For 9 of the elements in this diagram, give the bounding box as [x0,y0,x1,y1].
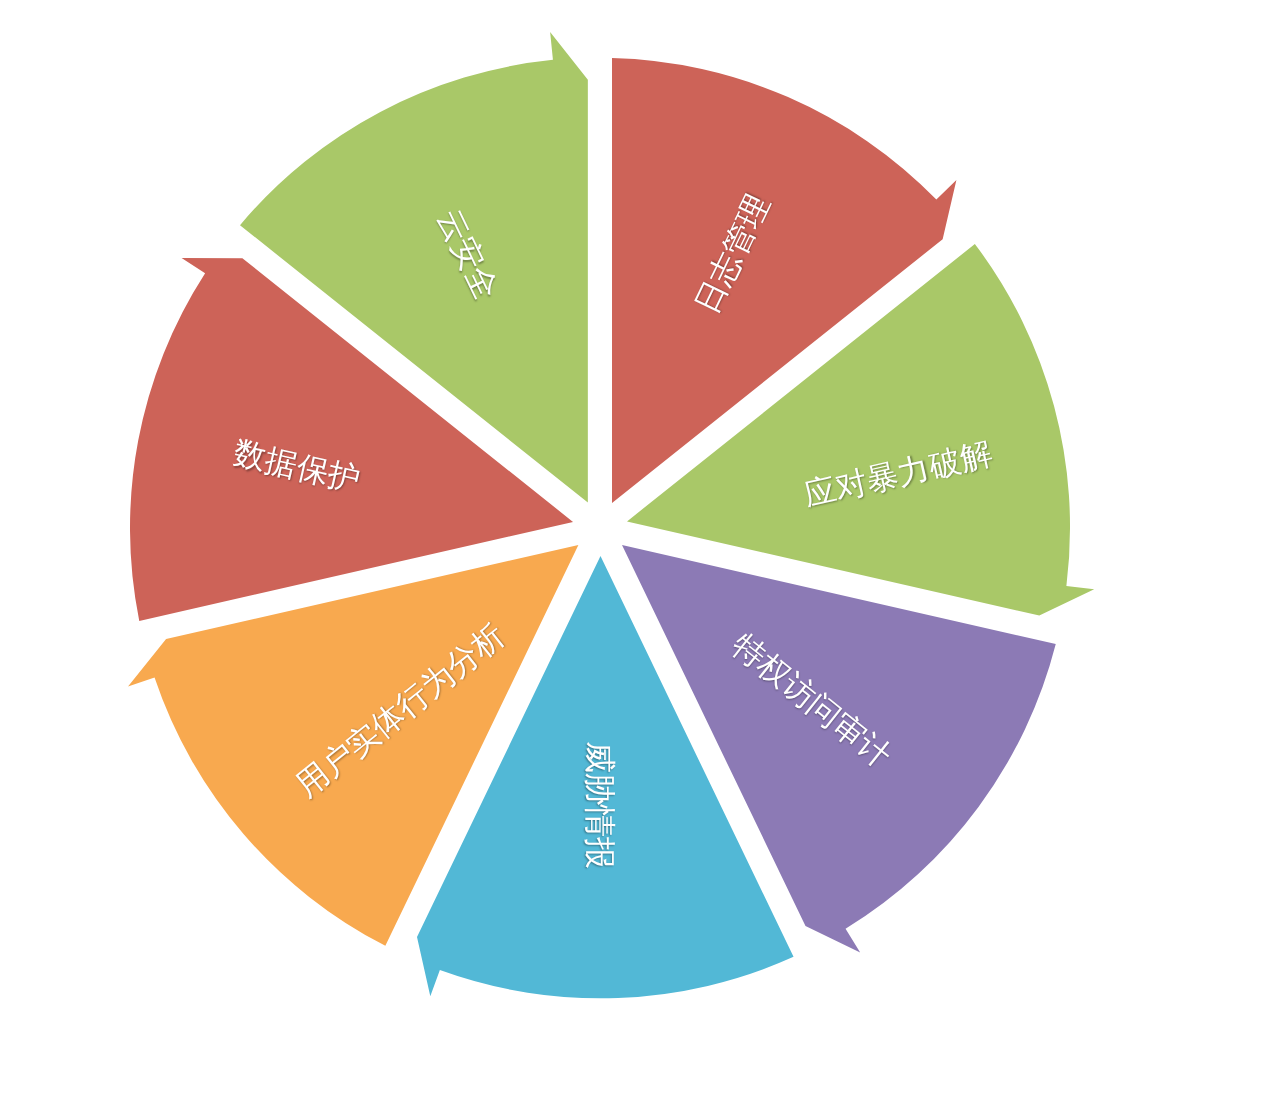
cycle-segment [127,545,579,947]
segment-label: 云安全 [432,203,504,305]
segment-label: 特权访问审计 [727,627,898,773]
segment-label: 日志管理 [689,189,775,319]
segment-label: 用户实体行为分析 [290,617,511,802]
segment-label: 数据保护 [231,436,364,496]
cycle-segment [621,545,1056,953]
segment-label: 应对暴力破解 [801,437,996,511]
segment-label: 威胁情报 [584,741,616,869]
